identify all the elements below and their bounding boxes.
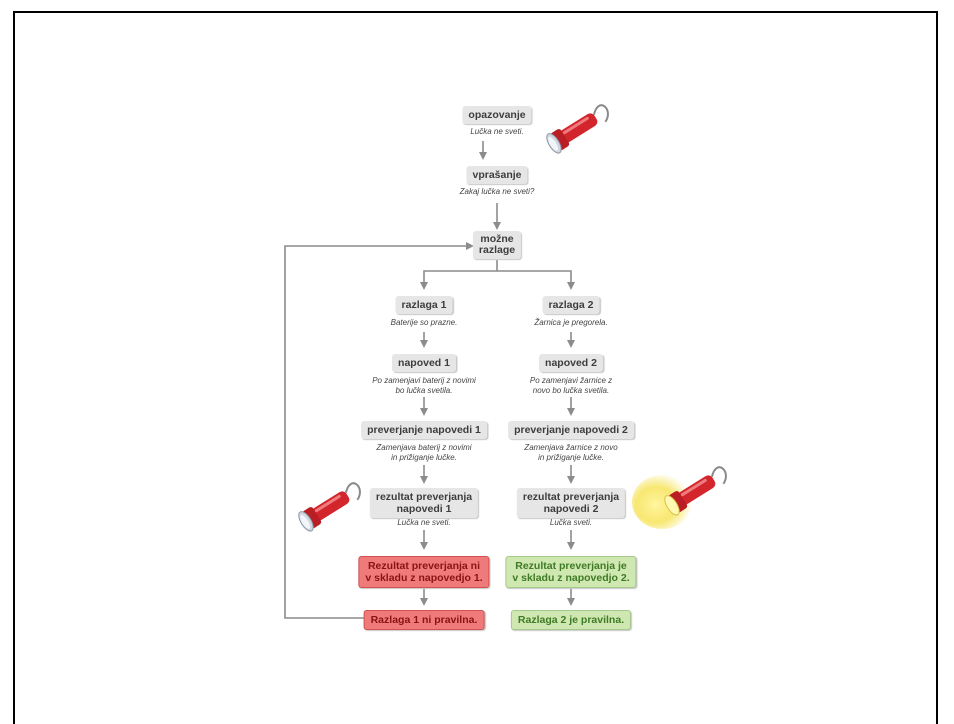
node-verdict-1: Razlaga 1 ni pravilna. [363, 610, 485, 630]
node-test-2: preverjanje napovedi 2 [508, 421, 634, 439]
note-result-1: Lučka ne sveti. [397, 518, 451, 527]
note-hypothesis-1: Baterije so prazne. [390, 318, 458, 327]
node-prediction-1: napoved 1 [392, 354, 456, 372]
note-observation: Lučka ne sveti. [470, 127, 524, 136]
node-result-1: rezultat preverjanja napovedi 1 [369, 488, 479, 518]
node-conclusion-2: Rezultat preverjanja je v skladu z napov… [505, 556, 637, 588]
arrow-explanations-left [420, 260, 498, 290]
arrow-explanations-right [497, 270, 575, 290]
node-hypothesis-2: razlaga 2 [542, 296, 600, 314]
feedback-loop-arrow [284, 242, 474, 619]
node-question: vprašanje [466, 166, 528, 184]
flashlight-on-icon [632, 466, 727, 529]
node-observation: opazovanje [462, 106, 532, 124]
node-conclusion-1: Rezultat preverjanja ni v skladu z napov… [358, 556, 490, 588]
note-prediction-1: Po zamenjavi baterij z novimi bo lučka s… [372, 376, 476, 395]
flashlight-off-icon [298, 482, 361, 532]
node-hypothesis-1: razlaga 1 [395, 296, 453, 314]
note-result-2: Lučka sveti. [549, 518, 593, 527]
node-possible-explanations: možne razlage [472, 231, 522, 259]
node-result-2: rezultat preverjanja napovedi 2 [516, 488, 626, 518]
note-question: Zakaj lučka ne sveti? [459, 187, 535, 196]
node-prediction-2: napoved 2 [539, 354, 603, 372]
note-prediction-2: Po zamenjavi žarnice z novo bo lučka sve… [529, 376, 613, 395]
node-test-1: preverjanje napovedi 1 [361, 421, 487, 439]
note-test-1: Zamenjava baterij z novimi in prižiganje… [376, 443, 472, 462]
note-hypothesis-2: Žarnica je pregorela. [534, 318, 608, 327]
note-test-2: Zamenjava žarnice z novo in prižiganje l… [524, 443, 618, 462]
flashlight-off-icon [546, 104, 609, 154]
node-verdict-2: Razlaga 2 je pravilna. [510, 610, 632, 630]
slide-frame [13, 11, 938, 724]
